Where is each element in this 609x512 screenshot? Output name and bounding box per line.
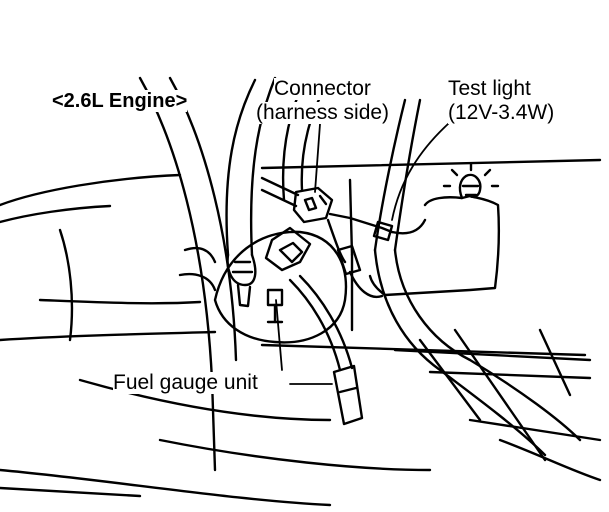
gauge-unit-connector (288, 274, 364, 426)
test-light-rating-label: (12V-3.4W) (448, 101, 555, 124)
frame-rail (260, 158, 602, 462)
test-probes (326, 212, 427, 299)
connector-harness-side-shape (260, 176, 334, 224)
lower-harness (0, 378, 602, 507)
fuel-gauge-unit-label: Fuel gauge unit (113, 371, 258, 394)
leader-lines (275, 123, 449, 385)
fuel-gauge-unit-shape (213, 226, 348, 344)
test-light-label: Test light (448, 77, 531, 100)
tank-body-outline (0, 173, 217, 342)
connector-sublabel: (harness side) (256, 101, 390, 124)
connector-label: Connector (274, 77, 371, 100)
engine-label: <2.6L Engine> (52, 90, 188, 112)
test-light-shape (368, 162, 501, 297)
